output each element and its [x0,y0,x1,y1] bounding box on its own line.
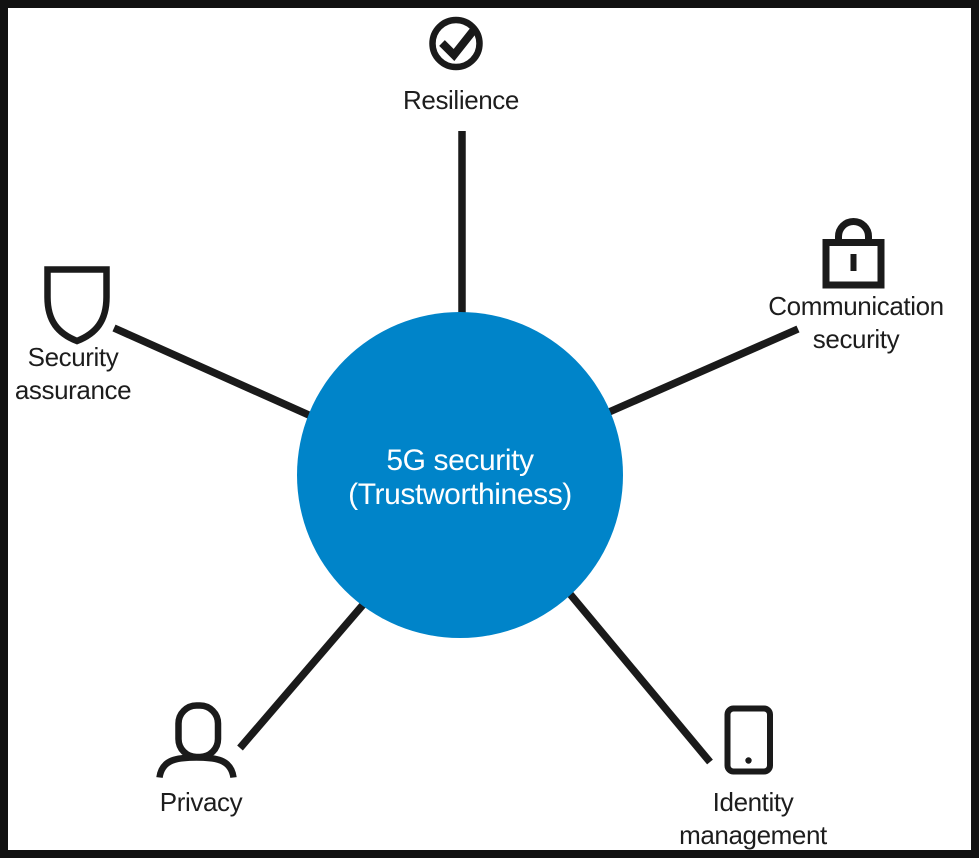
spoke-security-assurance [112,324,322,424]
spoke-privacy [237,582,383,751]
label-identity-management-line2: management [679,820,827,850]
label-security-assurance: Security assurance [14,341,132,407]
label-communication-security: Communication security [768,290,944,356]
person-icon [156,702,237,779]
lock-icon [822,218,885,289]
label-communication-security-line1: Communication [768,291,944,321]
mobile-device-icon [724,705,773,775]
spoke-identity-management [562,585,713,765]
central-label-line2: (Trustworthiness) [348,478,572,511]
spoke-lines [112,131,800,765]
central-label: 5G security (Trustworthiness) [348,444,572,512]
label-security-assurance-line2: assurance [14,375,132,405]
label-identity-management-line1: Identity [712,787,794,817]
label-identity-management: Identity management [679,786,827,852]
label-communication-security-line2: security [812,324,900,354]
check-circle-icon [429,16,483,71]
central-circle [297,312,623,638]
label-resilience: Resilience [403,85,519,115]
central-label-line1: 5G security [386,444,534,477]
label-privacy: Privacy [159,787,243,817]
label-security-assurance-line1: Security [27,342,119,372]
shield-icon [44,266,110,345]
spoke-communication-security [598,325,800,420]
